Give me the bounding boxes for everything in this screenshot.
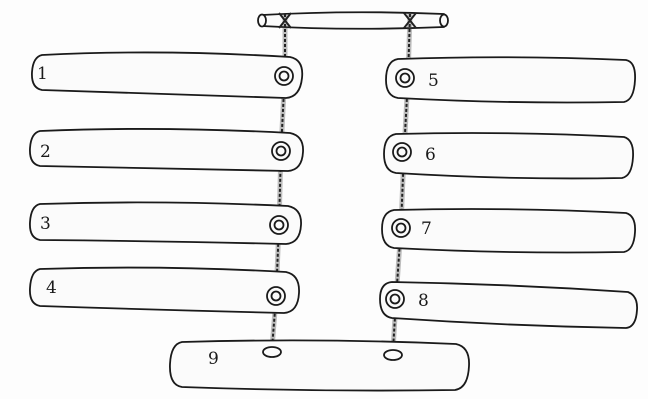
plank-label: 2 — [40, 142, 51, 162]
plank-6: 6 — [384, 133, 633, 178]
plank-label: 8 — [418, 291, 429, 311]
plank-5: 5 — [386, 57, 635, 102]
plank-4: 4 — [30, 268, 299, 313]
plank-label: 3 — [40, 214, 51, 234]
plank-label: 5 — [428, 71, 439, 91]
plank-label: 6 — [425, 145, 436, 165]
plank-7: 7 — [382, 209, 635, 253]
plank-2: 2 — [30, 129, 303, 171]
plank-label: 4 — [46, 278, 57, 298]
plank-1: 1 — [32, 52, 302, 98]
seat-rope-end — [263, 347, 281, 357]
plank-label: 1 — [37, 64, 48, 84]
plank-label: 9 — [208, 349, 219, 369]
plank-9-seat: 9 — [170, 340, 469, 390]
seat-rope-end — [384, 350, 402, 360]
plank-label: 7 — [421, 219, 432, 239]
plank-3: 3 — [30, 202, 301, 244]
